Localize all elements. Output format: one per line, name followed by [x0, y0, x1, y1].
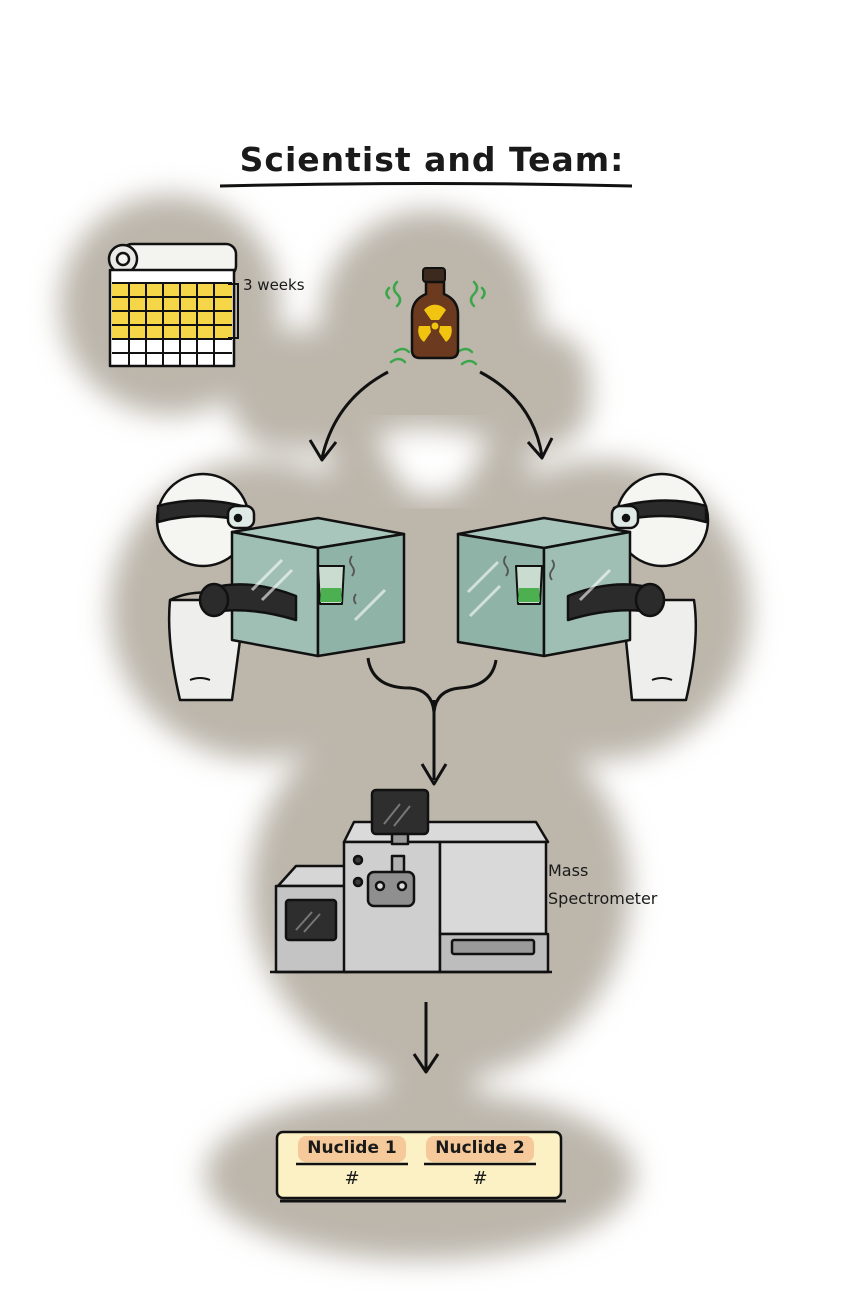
merge-arrowhead — [420, 763, 448, 786]
page-title: Scientist and Team: — [239, 140, 625, 179]
instrument-label: Mass Spectrometer — [548, 857, 698, 913]
weeks-bracket — [228, 283, 239, 339]
radioactive-bottle-icon — [385, 267, 486, 366]
mass-spectrometer-icon — [270, 788, 552, 974]
table-header-nuclide-1: Nuclide 1 — [307, 1138, 397, 1158]
glovebox-left-icon — [155, 472, 406, 702]
arrowhead-results — [412, 1053, 440, 1074]
instrument-label-line2: Spectrometer — [548, 889, 658, 908]
duration-label: 3 weeks — [243, 276, 305, 294]
arrowhead-right — [526, 437, 554, 460]
arrowhead-left — [308, 439, 338, 462]
instrument-label-line1: Mass — [548, 861, 589, 880]
arrow-to-left-glovebox — [320, 370, 389, 459]
arrow-to-right-glovebox — [479, 370, 544, 457]
blob-notch — [375, 428, 490, 495]
glovebox-right-icon — [456, 472, 710, 702]
calendar-icon — [107, 242, 238, 368]
title-underline — [219, 182, 633, 188]
table-value-nuclide-2: # — [472, 1168, 488, 1189]
results-table — [275, 1130, 566, 1203]
table-header-nuclide-2: Nuclide 2 — [435, 1138, 525, 1158]
table-value-nuclide-1: # — [344, 1168, 360, 1189]
